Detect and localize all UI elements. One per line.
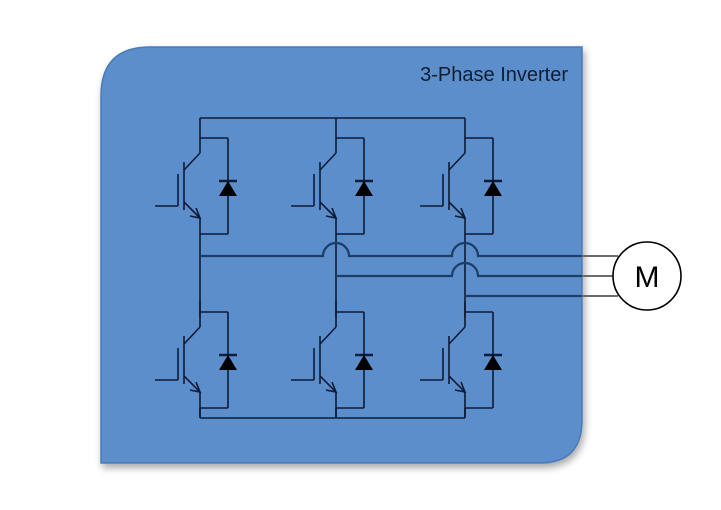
leg-b: [289, 118, 375, 420]
inverter-panel: [100, 46, 583, 464]
motor-symbol: M: [612, 241, 682, 311]
panel-title: 3-Phase Inverter: [420, 64, 568, 86]
motor-label: M: [635, 261, 660, 294]
phase-a-output: [200, 241, 618, 258]
phase-b-output: [336, 261, 613, 278]
leg-c: [418, 118, 504, 420]
